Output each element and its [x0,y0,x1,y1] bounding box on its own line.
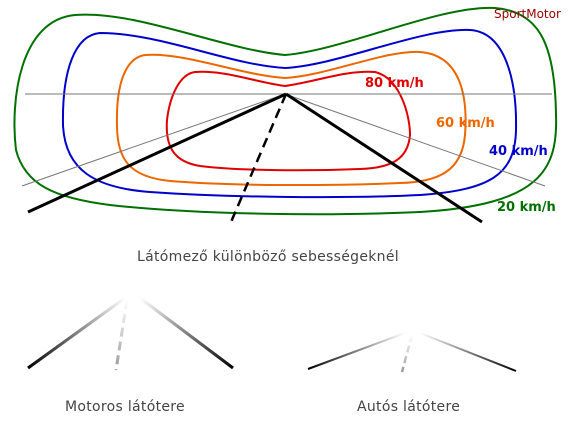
road-edge-right [285,92,483,224]
contour-60kmh [115,50,467,187]
road-edge-left [27,92,287,214]
main-caption: Látómező különböző sebességeknél [137,249,399,265]
car-driver-view [307,332,517,373]
car-driver-caption: Autós látótere [357,399,461,415]
brand-logo-text: SportMotor [494,7,561,21]
label-40kmh: 40 km/h [489,144,548,159]
motorcyclist-view [27,296,234,371]
label-60kmh: 60 km/h [436,116,495,131]
contour-40kmh [61,28,518,199]
motorcyclist-caption: Motoros látótere [65,399,185,415]
reference-line-left [21,93,286,187]
reference-line-right [284,93,546,187]
label-20kmh: 20 km/h [497,200,556,215]
contour-80kmh [165,70,412,172]
car-road-edge-left [307,332,406,370]
motor-road-center-dashed [114,299,129,371]
car-road-edge-right [419,332,517,372]
label-80kmh: 80 km/h [365,76,424,91]
road-center-dashed [229,93,288,223]
contour-20kmh [13,6,558,216]
motor-road-edge-right [139,296,234,370]
car-road-center-dashed [400,334,414,373]
motor-road-edge-left [27,296,126,370]
